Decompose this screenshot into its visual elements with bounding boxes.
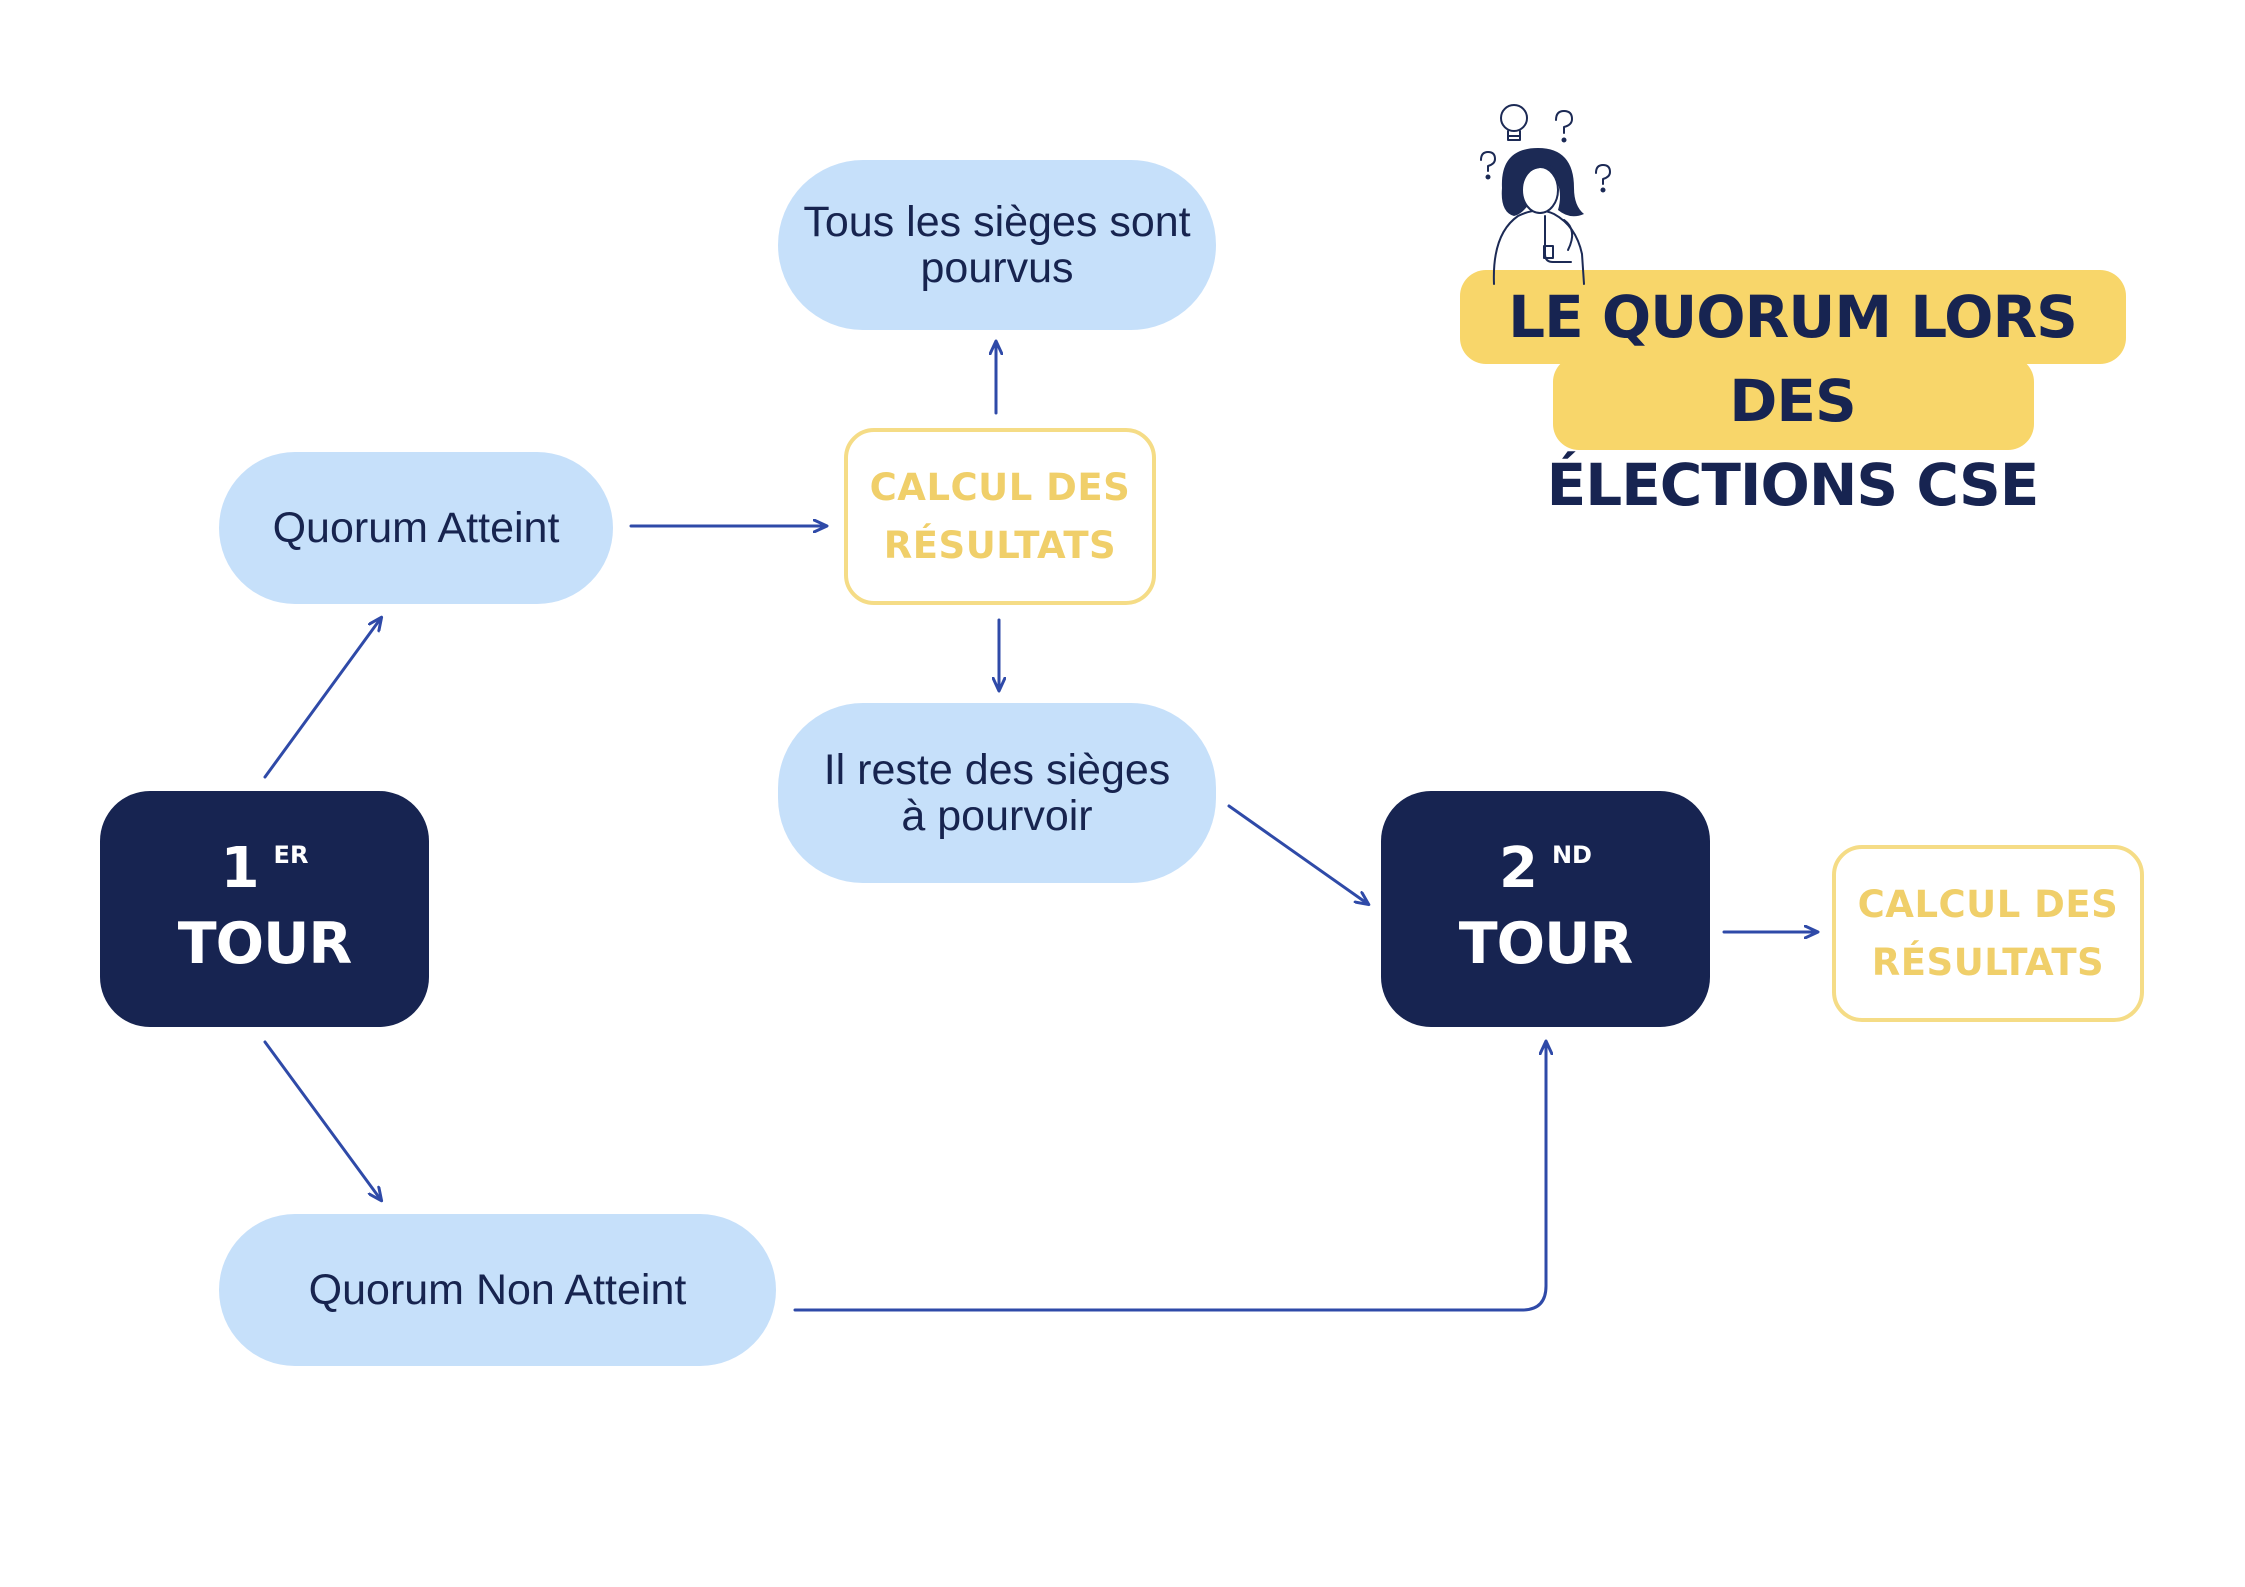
quorum-atteint-node: Quorum Atteint (219, 452, 613, 604)
title-line-1: LE QUORUM LORS DES (1508, 283, 2078, 435)
title-highlight-line2 (1553, 356, 2034, 450)
premier-tour-label: TOUR (177, 911, 353, 977)
quorum-non-atteint-label: Quorum Non Atteint (308, 1266, 687, 1314)
calcul-1-line-2: RÉSULTATS (883, 523, 1117, 567)
title-highlight-line1 (1460, 270, 2126, 364)
reste-sieges-line-1: Il reste des sièges (823, 746, 1171, 794)
tous-sieges-line-1: Tous les sièges sont (803, 198, 1191, 246)
calcul-2-line-2: RÉSULTATS (1871, 940, 2105, 984)
arrow-tour1-to-quorum-atteint (263, 618, 381, 779)
premier-tour-suffix: ER (273, 841, 309, 869)
second-tour-label: TOUR (1458, 911, 1634, 977)
calcul-resultats-node-1: CALCUL DES RÉSULTATS (844, 428, 1156, 605)
second-tour-number: 2 (1499, 836, 1538, 901)
arrow-reste-sieges-to-tour2 (1227, 804, 1368, 904)
arrow-quorum-non-atteint-to-tour2 (793, 1042, 1546, 1312)
reste-sieges-line-2: à pourvoir (901, 792, 1093, 840)
premier-tour-ordinal: 1 ER (221, 834, 309, 904)
second-tour-ordinal: 2 ND (1499, 834, 1592, 904)
quorum-non-atteint-node: Quorum Non Atteint (219, 1214, 776, 1366)
premier-tour-node: 1 ER TOUR (100, 791, 429, 1027)
reste-sieges-node: Il reste des sièges à pourvoir (778, 703, 1216, 883)
second-tour-suffix: ND (1551, 841, 1592, 869)
tous-sieges-pourvus-node: Tous les sièges sont pourvus (778, 160, 1216, 330)
page-title: LE QUORUM LORS DES ÉLECTIONS CSE (1440, 275, 2145, 527)
calcul-1-line-1: CALCUL DES (869, 465, 1131, 509)
quorum-atteint-label: Quorum Atteint (272, 504, 560, 552)
premier-tour-number: 1 (220, 836, 260, 901)
calcul-2-line-1: CALCUL DES (1857, 882, 2119, 926)
tous-sieges-line-2: pourvus (920, 244, 1074, 292)
title-line-2: ÉLECTIONS CSE (1546, 451, 2040, 519)
second-tour-node: 2 ND TOUR (1381, 791, 1710, 1027)
calcul-resultats-node-2: CALCUL DES RÉSULTATS (1832, 845, 2144, 1022)
arrow-tour1-to-quorum-non-atteint (263, 1040, 381, 1200)
